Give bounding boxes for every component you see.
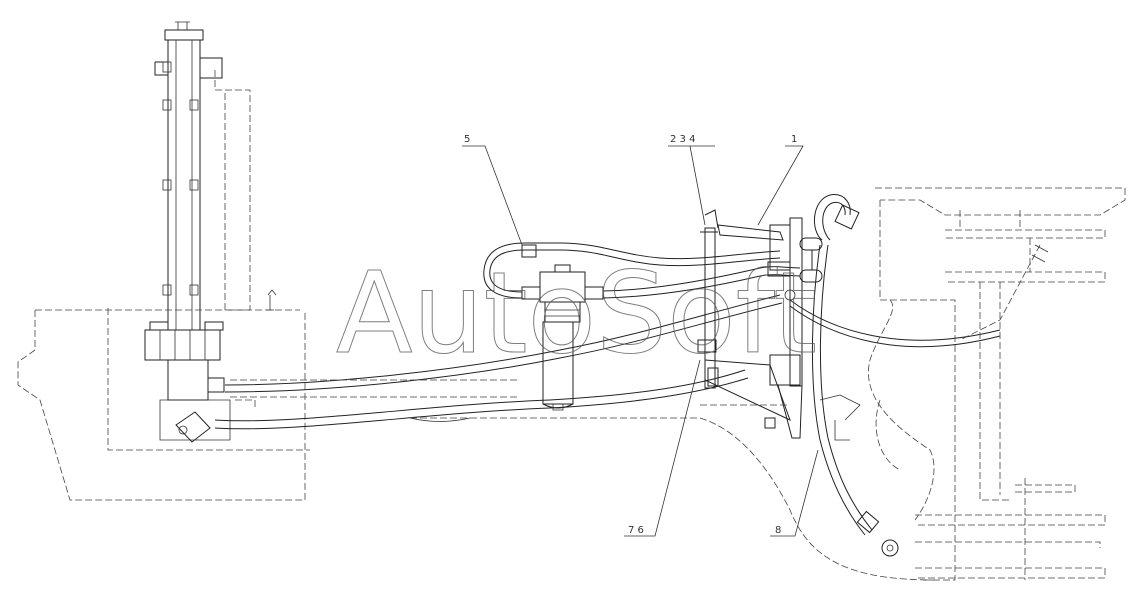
callout-2-3-4: 2 3 4 (670, 134, 695, 145)
callout-8: 8 (775, 525, 781, 536)
leader-lines (462, 145, 819, 537)
callout-7-6-text: 7 6 (628, 525, 644, 536)
autosoft-watermark: AutoSoft (336, 249, 817, 379)
chassis-outline (410, 404, 936, 581)
filter-unit (521, 264, 604, 411)
control-valve-panel (697, 209, 823, 439)
callout-labels: 5 2 3 4 1 7 6 7 6 8 (464, 134, 797, 536)
left-cylinder-tower (149, 21, 277, 331)
callout-5: 5 (464, 134, 470, 145)
right-vertical-hose (789, 194, 1001, 557)
right-frame-outline (868, 187, 1126, 581)
callout-1: 1 (791, 134, 797, 145)
lower-left-valve-block (17, 308, 310, 501)
